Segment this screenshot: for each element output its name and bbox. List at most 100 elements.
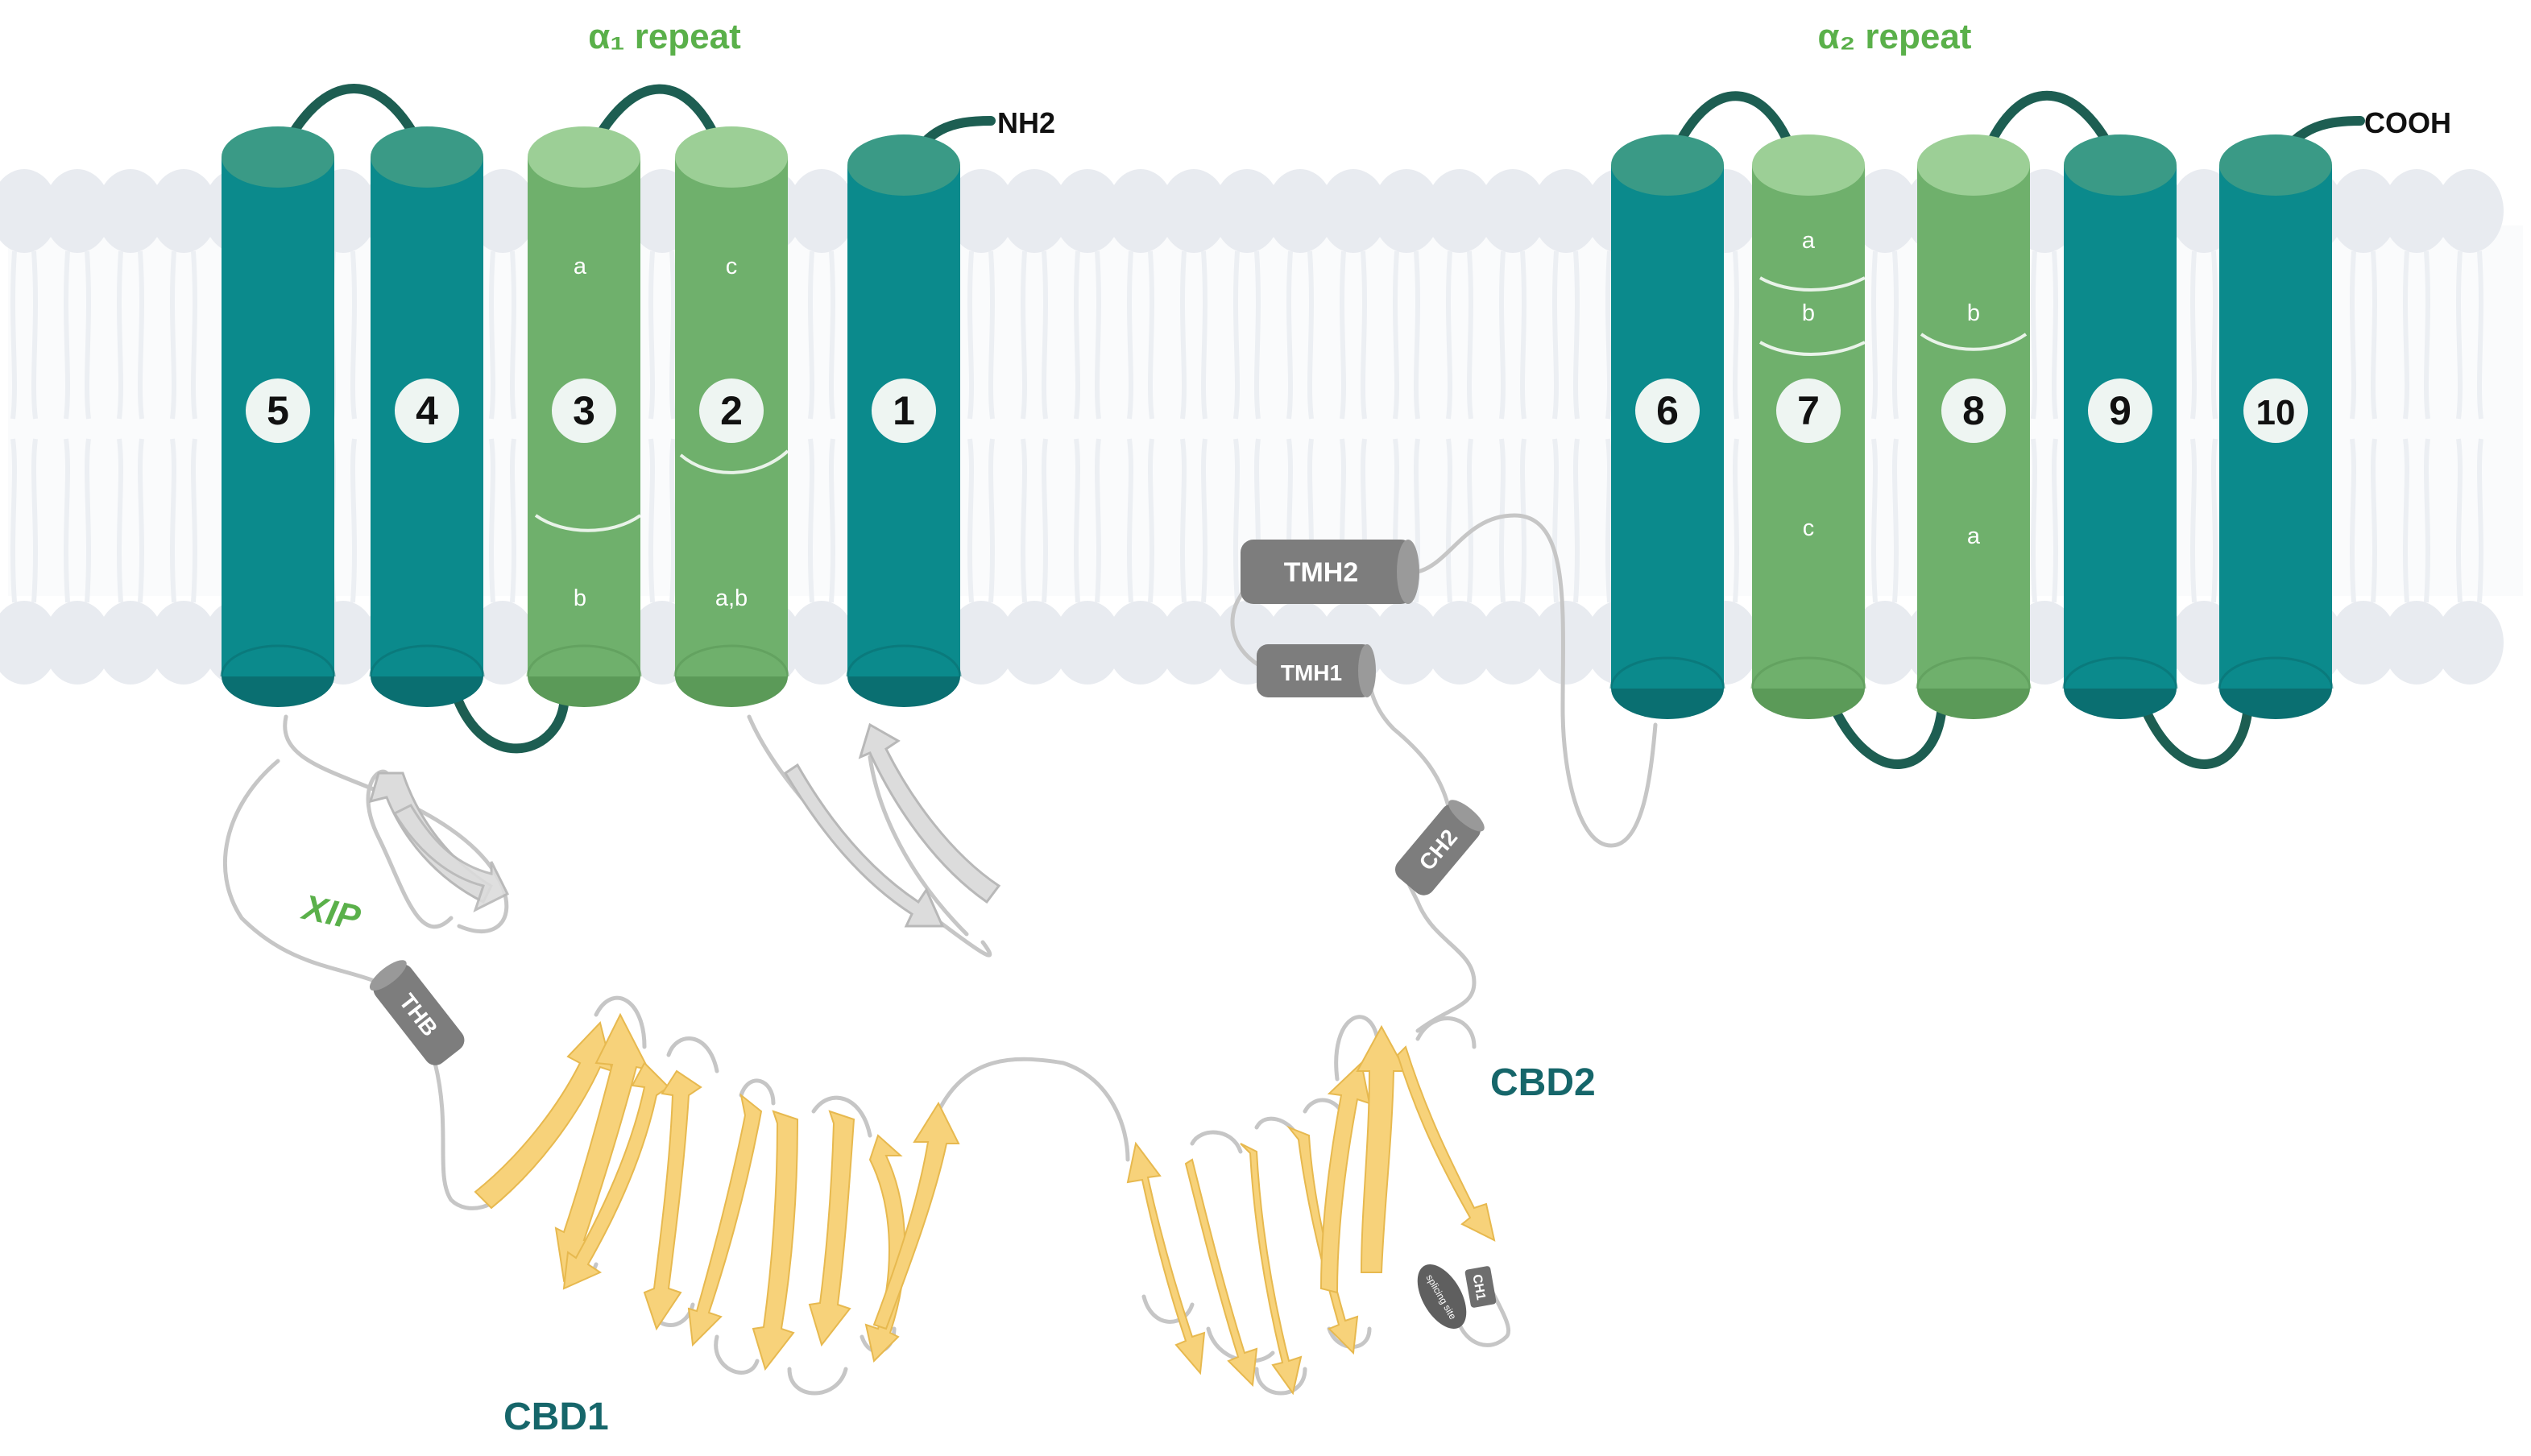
helix-8-badge — [1941, 378, 2006, 443]
helix-10-badge — [2243, 378, 2308, 443]
lipid-tail-inner — [64, 438, 91, 603]
helix-segment-arcs — [534, 276, 2028, 532]
helix-3-number: 3 — [573, 388, 595, 433]
helix-3-cap-line — [526, 644, 642, 677]
lipid-head-inner — [2330, 601, 2397, 685]
lipid-head-outer — [788, 169, 855, 253]
helix-2-top-cap — [675, 126, 788, 188]
helix-4-top-cap — [371, 126, 483, 188]
helix-5-badge — [246, 378, 310, 443]
helix-1-top-cap — [847, 134, 960, 196]
cbd1-strand-2 — [554, 1012, 650, 1283]
lipid-tail-outer — [64, 250, 91, 420]
chain-cbd2-ch2 — [1406, 879, 1477, 1033]
lipid-tail-outer — [1446, 250, 1473, 420]
chain-tmh2-helix6 — [1415, 513, 1658, 848]
lipid-tail-inner — [170, 438, 197, 603]
lipid-head-inner — [0, 601, 58, 685]
helix-6-cap-line — [1609, 656, 1725, 689]
transmembrane-helices — [220, 126, 2334, 719]
lipid-head-inner — [947, 601, 1015, 685]
lipid-head-inner — [1851, 601, 1919, 685]
lipid-tail-outer — [1286, 250, 1314, 420]
c-terminus-label: COOH — [2364, 106, 2451, 139]
lipid-head-outer — [1319, 169, 1387, 253]
lipid-tail-outer — [1340, 250, 1367, 420]
lipid-head-inner — [2383, 601, 2450, 685]
lipid-tail-outer — [2350, 250, 2377, 420]
lipid-head-inner — [1000, 601, 1068, 685]
lipid-head-outer — [1000, 169, 1068, 253]
helix-8-number: 8 — [1962, 388, 1985, 433]
helix7-sub-c: c — [1803, 515, 1815, 541]
helix-1-cap-line — [846, 644, 962, 677]
helix2-sub-c: c — [726, 254, 738, 279]
chain-ch2-tmh1 — [1367, 674, 1452, 816]
helix-3-badge — [552, 378, 616, 443]
lipid-head-outer — [1266, 169, 1334, 253]
lipid-tail-outer — [117, 250, 144, 420]
helix-4-cap-line — [369, 644, 485, 677]
lipid-head-inner — [1532, 601, 1600, 685]
arc-helix3 — [534, 514, 642, 532]
lipid-head-outer — [97, 169, 164, 253]
helix-2-badge — [699, 378, 764, 443]
helix-6 — [1609, 134, 1725, 719]
lipid-tail-inner — [1127, 438, 1154, 603]
lipid-tail-outer — [2190, 250, 2218, 420]
arc-helix7-b — [1759, 341, 1866, 356]
helix-5-cap-line — [220, 644, 336, 677]
tmh2-cylinder: TMH2 — [1241, 540, 1419, 604]
lipid-tail-outer — [2456, 250, 2483, 420]
lipid-tail-outer — [489, 250, 516, 420]
helix-6-top-cap — [1611, 134, 1724, 196]
lipid-tail-outer — [1021, 250, 1048, 420]
lipid-head-outer — [1532, 169, 1600, 253]
cbd1-strand-5 — [687, 1093, 763, 1347]
lipid-head-outer — [2330, 169, 2397, 253]
lipid-head-inner — [97, 601, 164, 685]
chain-ch1-loop — [1456, 1270, 1511, 1347]
helix-10-top-cap — [2219, 134, 2332, 196]
helix-10-number: 10 — [2256, 393, 2296, 432]
helix7-sub-b: b — [1802, 300, 1815, 326]
lipid-head-outer — [1107, 169, 1174, 253]
arc-helix7-a — [1759, 276, 1866, 292]
loop-8-9-top — [1977, 90, 2123, 170]
helix-10-cap-line — [2218, 656, 2334, 689]
lipid-tail-outer — [1127, 250, 1154, 420]
ch1-box: CH1 — [1464, 1266, 1497, 1308]
lipid-head-inner — [1160, 601, 1228, 685]
helix-1-badge — [872, 378, 936, 443]
helix8-sub-b: b — [1967, 300, 1980, 326]
lipid-tail-outer — [1552, 250, 1580, 420]
cbd1-strand-3 — [562, 1061, 670, 1290]
helix-3-top-cap — [528, 126, 640, 188]
lipid-head-outer — [947, 169, 1015, 253]
helix-7-number: 7 — [1797, 388, 1820, 433]
chain-helix5-xip — [283, 714, 509, 933]
helix-6-badge — [1635, 378, 1700, 443]
lipid-head-outer — [2383, 169, 2450, 253]
hairpin2-arrow-down — [783, 763, 945, 928]
lipid-tail-inner — [1552, 438, 1580, 603]
cbd2-strand-5 — [1319, 1061, 1371, 1294]
helix-9-number: 9 — [2109, 388, 2131, 433]
lipid-tail-outer — [808, 250, 835, 420]
tmh2-label: TMH2 — [1284, 557, 1359, 588]
lipid-head-inner — [150, 601, 217, 685]
helix-2-cap-line — [673, 644, 789, 677]
lipid-head-inner — [1107, 601, 1174, 685]
cbd2-beta-strands — [1126, 1024, 1496, 1396]
lipid-head-outer — [1160, 169, 1228, 253]
helix3-sub-a: a — [574, 254, 587, 279]
cbd2-strand-3 — [1240, 1143, 1303, 1396]
lipid-head-outer — [0, 169, 58, 253]
tmh1-cylinder: TMH1 — [1257, 644, 1376, 697]
lipid-tail-outer — [1871, 250, 1899, 420]
lipid-tail-inner — [117, 438, 144, 603]
lipid-head-inner — [1373, 601, 1440, 685]
lipid-tail-inner — [2403, 438, 2430, 603]
